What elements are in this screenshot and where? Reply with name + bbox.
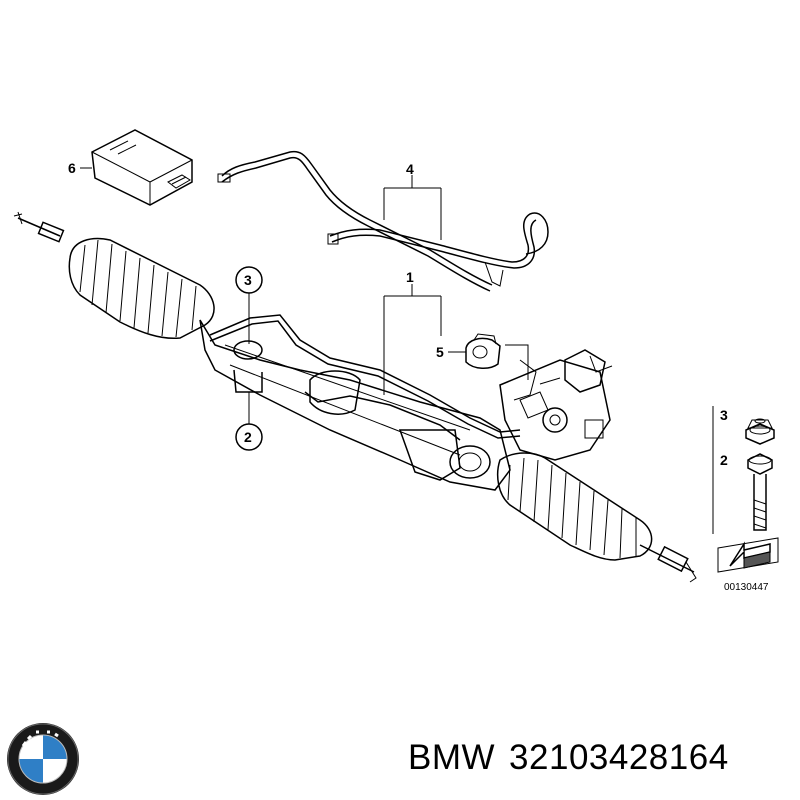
- steering-rack-part-1: [13, 211, 697, 583]
- left-bellows: [68, 237, 215, 340]
- part-number: 32103428164: [509, 738, 729, 777]
- pinion-valve-housing: [499, 349, 613, 461]
- valve-part-5: [465, 333, 501, 369]
- hydraulic-line-part-4: [217, 150, 549, 292]
- callout-6: 6: [68, 160, 76, 176]
- right-bellows: [497, 452, 653, 561]
- legend-label-3: 3: [720, 407, 728, 423]
- callout-5: 5: [436, 344, 444, 360]
- bolt-icon: [747, 453, 773, 531]
- callout-4: 4: [406, 161, 414, 177]
- brand-part-label: BMW 32103428164: [408, 738, 729, 778]
- legend-panel: 3 2 00130447: [712, 406, 779, 593]
- callout-3: 3: [244, 272, 252, 288]
- callout-1: 1: [406, 269, 414, 285]
- legend-label-2: 2: [720, 452, 728, 468]
- leader-bracket-4: [383, 175, 442, 240]
- leader-bracket-1: [383, 284, 442, 395]
- nut-icon: [745, 418, 775, 445]
- drawing-number: 00130447: [724, 582, 769, 593]
- orientation-arrow-icon: [717, 537, 779, 573]
- brand-name: BMW: [408, 738, 496, 777]
- callout-2: 2: [244, 429, 252, 445]
- leader-line-5b: [505, 344, 529, 380]
- bmw-logo: [7, 723, 79, 795]
- control-module-part-6: [91, 129, 193, 206]
